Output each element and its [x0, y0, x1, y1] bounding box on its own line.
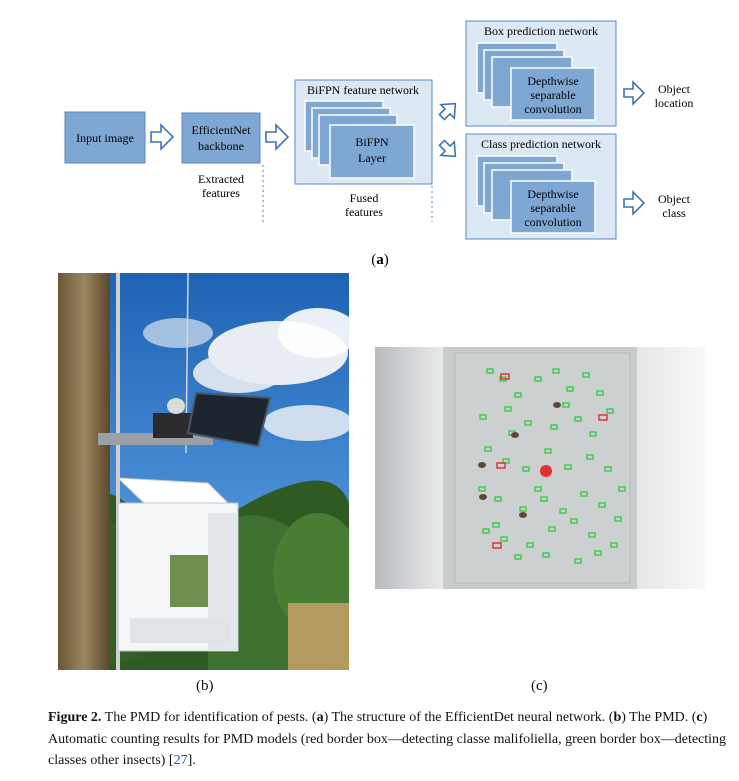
figure-label: Figure 2. [48, 710, 102, 725]
object-class-line2: class [662, 206, 686, 220]
caption-text: ) Automatic counting results for PMD mod… [48, 710, 727, 768]
efficientnet-backbone-box [181, 112, 261, 164]
class-dsc-box [510, 180, 596, 234]
caption-ref-b: b [613, 710, 622, 725]
class-dsc-line2: separable [530, 201, 575, 215]
object-location-line1: Object [658, 82, 691, 96]
fused-features-line2: features [345, 205, 383, 219]
class-prediction-title: Class prediction network [481, 137, 601, 151]
detection-result-photo [375, 347, 705, 589]
bifpn-layer-line1: BiFPN [355, 135, 389, 149]
panel-label-b: (b) [196, 678, 214, 694]
caption-text: ]. [187, 753, 196, 768]
input-image-box [64, 111, 146, 164]
arrow-up-right-icon [438, 102, 457, 121]
arrow-right-icon [150, 123, 175, 151]
extracted-features-line1: Extracted [198, 172, 244, 186]
pmd-device-photo [58, 273, 349, 670]
panel-label-a: (a) [371, 252, 389, 268]
box-dsc-line2: separable [530, 88, 575, 102]
arrow-right-icon [623, 190, 646, 216]
caption-text: ) The structure of the EfficientDet neur… [323, 710, 614, 725]
box-prediction-title: Box prediction network [484, 24, 598, 38]
backbone-label-line2: backbone [198, 139, 244, 153]
caption-text: ) The PMD. ( [621, 710, 697, 725]
citation-link[interactable]: 27 [173, 753, 188, 768]
efficientdet-architecture-diagram: Input image EfficientNet backbone Extrac… [64, 20, 694, 268]
fused-features-line1: Fused [350, 191, 379, 205]
object-location-line2: location [655, 96, 694, 110]
caption-ref-c: c [696, 710, 703, 725]
panel-label-c: (c) [531, 678, 548, 694]
class-dsc-line3: convolution [524, 215, 581, 229]
box-dsc-line3: convolution [524, 102, 581, 116]
bifpn-layer-line2: Layer [358, 151, 386, 165]
object-class-line1: Object [658, 192, 691, 206]
box-dsc-box [510, 67, 596, 121]
box-dsc-line1: Depthwise [527, 74, 578, 88]
caption-text: The PMD for identification of pests. ( [101, 710, 317, 725]
backbone-label-line1: EfficientNet [191, 123, 251, 137]
bifpn-network-title: BiFPN feature network [307, 83, 419, 97]
arrow-right-icon [623, 80, 646, 106]
figure-caption: Figure 2. The PMD for identification of … [48, 707, 738, 772]
arrow-down-right-icon [438, 139, 457, 158]
caption-ref-a: a [316, 710, 324, 725]
extracted-features-line2: features [202, 186, 240, 200]
input-image-label: Input image [76, 131, 134, 145]
class-dsc-line1: Depthwise [527, 187, 578, 201]
bifpn-layer-box [329, 124, 415, 179]
arrow-right-icon [265, 123, 290, 151]
